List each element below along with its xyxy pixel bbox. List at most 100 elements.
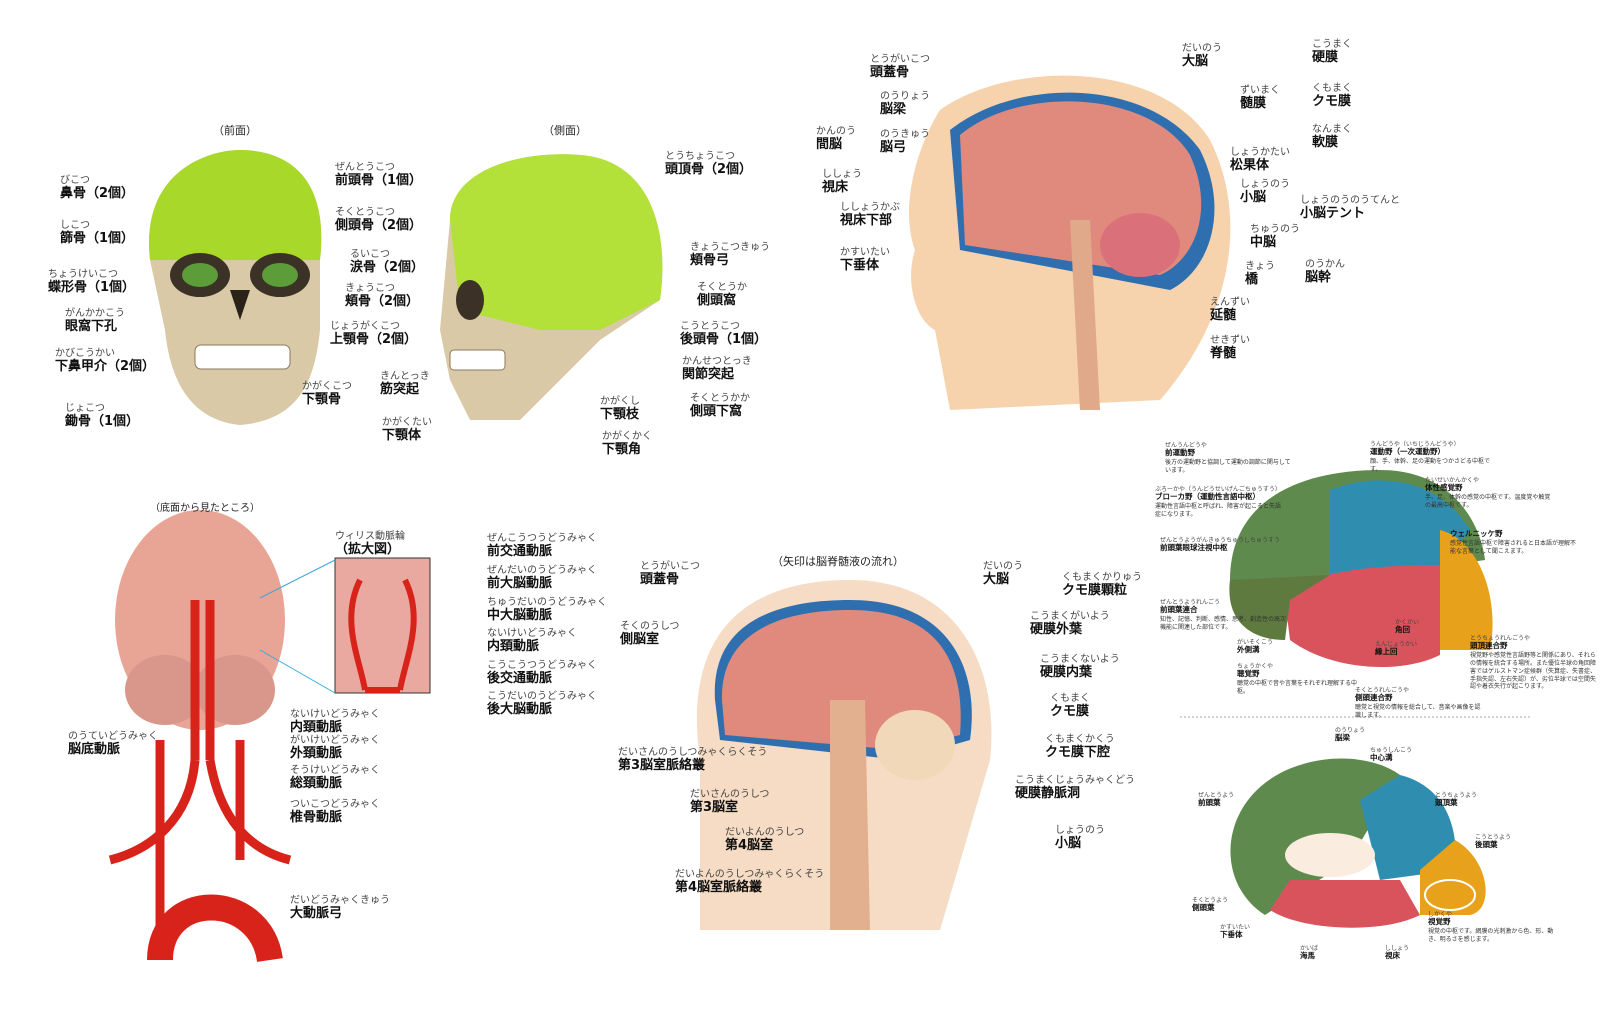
label-text: 後大脳動脈 <box>487 701 553 717</box>
furigana: とうちょうこつ <box>665 151 735 162</box>
function_areas-label: とうちょうれんごうや頭頂連合野視覚野や感覚性言語野等と関係にあり、それらの情報を… <box>1470 635 1600 691</box>
csf-label: だいさんのうしつ第3脳室 <box>690 789 770 814</box>
sagittal-label: かすいたい下垂体 <box>840 247 890 272</box>
sagittal-label: きょう橋 <box>1245 261 1275 287</box>
csf-label: そくのうしつ側脳室 <box>620 621 680 646</box>
label-text: 前頭葉連合 <box>1160 605 1198 615</box>
furigana: ついこつどうみゃく <box>290 799 380 810</box>
label-text: 側頭葉 <box>1192 903 1215 913</box>
sagittal-label: ちゅうのう中脳 <box>1250 224 1300 249</box>
function_areas-label: がいそくこう外側溝 <box>1237 639 1274 654</box>
furigana: ぶろーかや（うんどうせいげんごちゅうすう） <box>1155 486 1281 493</box>
willis-label: ぜんだいのうどうみゃく前大脳動脈 <box>487 565 597 590</box>
furigana: かがくかく <box>602 431 652 442</box>
furigana: えんじょうかい <box>1375 641 1418 648</box>
function_areas-label: ぜんとうようれんごう前頭葉連合知性、記憶、判断、感情、思考、創造性の高次機能に関… <box>1160 599 1290 632</box>
label-text: 後頭骨（1個） <box>680 331 768 347</box>
label-text: 下顎角 <box>602 441 642 457</box>
furigana: ぜんとうよう <box>1198 792 1235 799</box>
label-text: 大脳 <box>1182 53 1209 69</box>
furigana: しょうのう <box>1055 825 1105 836</box>
label-text: 鼻骨（2個） <box>60 185 135 201</box>
furigana: かがくこつ <box>302 381 352 392</box>
furigana: るいこつ <box>350 249 390 260</box>
label-text: 第4脳室脈絡叢 <box>675 879 763 895</box>
label-text: 橋 <box>1245 271 1259 287</box>
sagittal-label: しょうかたい松果体 <box>1230 147 1290 172</box>
sagittal-label: しょうのう小脳 <box>1240 179 1290 205</box>
description: 後方の運動野と協調して運動の調節に関与しています。 <box>1165 459 1291 474</box>
label-text: 縁上回 <box>1375 647 1398 657</box>
csf-label: こうまくじょうみゃくどう硬膜静脈洞 <box>1015 775 1135 801</box>
willis-label: ちゅうだいのうどうみゃく中大脳動脈 <box>487 597 607 622</box>
willis-label: ウィリス動脈輪（拡大図） <box>335 531 405 557</box>
sagittal-label: くもまくクモ膜 <box>1312 83 1352 109</box>
label-text: 脳梁 <box>880 101 907 117</box>
furigana: のうりょう <box>880 91 930 102</box>
label-text: 硬膜静脈洞 <box>1015 785 1081 801</box>
furigana: そくとうか <box>697 282 747 293</box>
description: 聴覚の中枢で音や言葉をそれぞれ理解する中枢。 <box>1237 680 1358 695</box>
label-text: 海馬 <box>1300 951 1315 961</box>
csf-label: こうまくないよう硬膜内葉 <box>1040 654 1120 679</box>
label-text: 大動脈弓 <box>290 905 343 921</box>
furigana: がいけいどうみゃく <box>290 735 380 746</box>
furigana: そうけいどうみゃく <box>290 765 380 776</box>
furigana: しこつ <box>60 220 90 231</box>
furigana: こうとうよう <box>1475 834 1512 841</box>
furigana: くもまく <box>1050 693 1090 704</box>
furigana: そくとうよう <box>1192 897 1229 904</box>
label-text: 前頭葉 <box>1198 798 1221 808</box>
sagittal-label: こうまく硬膜 <box>1312 39 1352 65</box>
label-text: 下顎体 <box>382 427 422 443</box>
label-text: 下鼻甲介（2個） <box>55 358 156 374</box>
label-text: 小脳 <box>1240 189 1267 205</box>
skull-label: かがくし下顎枝 <box>600 396 640 421</box>
furigana: がいそくこう <box>1237 639 1274 646</box>
label-text: 前頭葉眼球注視中枢 <box>1160 543 1228 553</box>
label-text: （拡大図） <box>335 541 401 557</box>
furigana: こうこうつうどうみゃく <box>487 660 597 671</box>
furigana: そくのうしつ <box>620 621 680 632</box>
skull-label: がんかかこう眼窩下孔 <box>65 308 125 333</box>
furigana: しかくや <box>1428 911 1453 918</box>
willis-label: ぜんこうつうどうみゃく前交通動脈 <box>487 533 597 558</box>
furigana: とうちょうれんごうや <box>1470 635 1531 642</box>
label-text: 外頚動脈 <box>290 745 343 761</box>
label-text: 視床 <box>822 179 849 195</box>
function_areas-label: うんどうや（いちじうんどうや）運動野（一次運動野）顔、手、体幹、足の運動をつかさ… <box>1370 441 1500 474</box>
furigana: ちゅうのう <box>1250 224 1300 235</box>
sagittal-label: しょうのうのうてんと小脳テント <box>1300 195 1400 221</box>
label-text: 脳幹 <box>1305 269 1332 285</box>
sagittal-label: かんのう間脳 <box>816 126 856 151</box>
label-text: 視床下部 <box>840 212 893 228</box>
furigana: だいのう <box>983 561 1023 572</box>
label-text: 視覚野 <box>1428 917 1451 927</box>
furigana: こうだいのうどうみゃく <box>487 691 597 702</box>
label-text: 蝶形骨（1個） <box>48 279 136 295</box>
label-text: 第4脳室 <box>725 837 774 853</box>
description: 感覚性言語中枢で障害されると日本語が理解不能な言葉として聞こえます。 <box>1450 539 1577 555</box>
skull-label: かがくこつ下顎骨 <box>302 381 352 406</box>
function_areas-label: たいせいかんかくや体性感覚野手、足、体幹の感覚の中枢です。温度覚や触覚の最高中枢… <box>1425 477 1555 510</box>
skull-label: そくとうこつ側頭骨（2個） <box>335 207 422 232</box>
label-text: ブローカ野（運動性言語中枢） <box>1155 492 1260 502</box>
furigana: きょうこつ <box>345 283 395 294</box>
csf-label: だいよんのうしつみゃくらくそう第4脳室脈絡叢 <box>675 869 824 895</box>
furigana: くもまく <box>1312 83 1352 94</box>
label-text: 小脳テント <box>1300 205 1366 221</box>
label-text: 脳弓 <box>880 139 907 155</box>
label-text: 角回 <box>1395 625 1410 635</box>
csf-label: だいさんのうしつみゃくらくそう第3脳室脈絡叢 <box>618 747 767 772</box>
skull-front-illustration <box>149 150 322 425</box>
skull-label: びこつ鼻骨（2個） <box>60 175 135 201</box>
label-text: 硬膜 <box>1312 49 1339 65</box>
furigana: ぜんとうようがんきゅうちゅうしちゅうすう <box>1160 537 1281 544</box>
label-text: 鋤骨（1個） <box>65 413 140 429</box>
furigana: のうていどうみゃく <box>68 731 158 742</box>
csf-label: とうがいこつ頭蓋骨 <box>640 561 700 586</box>
label-text: 頬骨弓 <box>690 252 730 268</box>
label-text: クモ膜 <box>1312 93 1352 109</box>
furigana: だいさんのうしつ <box>690 789 770 800</box>
label-text: 側頭連合野 <box>1355 693 1393 703</box>
